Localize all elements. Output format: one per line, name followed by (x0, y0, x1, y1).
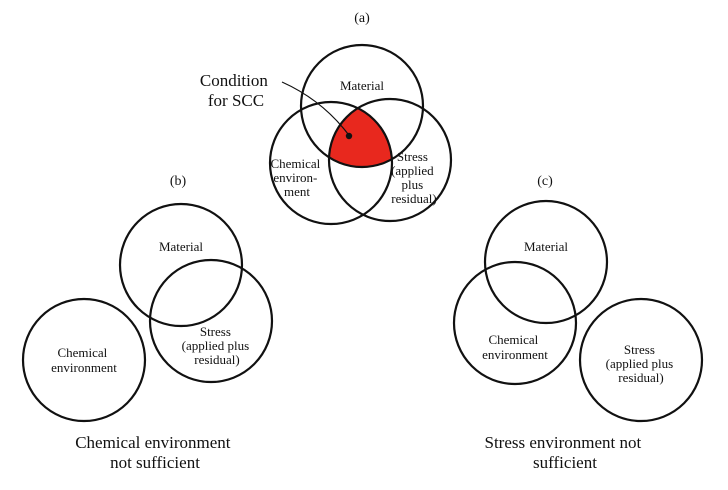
panel-a: (a) Condition for SCC Material Chemical … (200, 11, 453, 226)
chemical-circle-a (268, 100, 394, 226)
material-label-b: Material (159, 239, 203, 254)
stress-circle-a (327, 97, 453, 223)
svg-text:Chemical environment not: Chemical environment not sufficient (75, 433, 235, 472)
material-circle-a (299, 43, 425, 169)
stress-label-b-3: residual) (194, 352, 239, 367)
callout-dot (345, 132, 353, 140)
caption-b-2: not sufficient (110, 453, 200, 472)
chemical-label-b-1: Chemical (57, 345, 107, 360)
svg-text:Stress environment not s: Stress environment not sufficient (484, 433, 645, 472)
chemical-label-c-1: Chemical (488, 332, 538, 347)
material-circle-c (483, 199, 609, 325)
panel-c: (c) Material Chemical environment Stress… (452, 174, 704, 472)
stress-label-a-1: Stress (397, 149, 428, 164)
stress-label-c-2: (applied plus (606, 356, 674, 371)
panel-a-label: (a) (354, 11, 370, 26)
chemical-label-a-1: Chemical (270, 156, 320, 171)
svg-text:Stress (applied pl: Stress (applied plus residual) (391, 149, 437, 206)
callout-leader-line (281, 81, 349, 135)
chemical-circle-b (21, 297, 147, 423)
svg-text:Chemical environment: Chemical environment (482, 332, 548, 362)
stress-circle-b (148, 258, 274, 384)
panel-b: (b) Material Stress (applied plus residu… (21, 174, 274, 472)
stress-label-b-1: Stress (200, 324, 231, 339)
material-label-c: Material (524, 239, 568, 254)
svg-text:Chemical environ-: Chemical environ- ment (270, 156, 323, 199)
caption-c-2: sufficient (533, 453, 597, 472)
svg-text:Condition for SCC: Condition for SCC (200, 71, 272, 110)
caption-b-1: Chemical environment (75, 433, 231, 452)
chemical-label-c-2: environment (482, 347, 548, 362)
stress-label-a-3: plus (402, 177, 424, 192)
svg-text:Chemical environment: Chemical environment (51, 345, 117, 375)
chemical-label-a-3: ment (284, 184, 310, 199)
stress-label-a-4: residual) (391, 191, 436, 206)
material-label-a: Material (340, 78, 384, 93)
stress-label-c-1: Stress (624, 342, 655, 357)
chemical-label-a-2: environ- (273, 170, 317, 185)
panel-c-label: (c) (537, 174, 553, 189)
material-circle-b (118, 202, 244, 328)
svg-text:Stress (applied plus: Stress (applied plus residual) (182, 324, 253, 367)
caption-c-1: Stress environment not (484, 433, 641, 452)
chemical-circle-c (452, 260, 578, 386)
stress-label-c-3: residual) (618, 370, 663, 385)
stress-label-a-2: (applied (391, 163, 434, 178)
stress-circle-c (578, 297, 704, 423)
callout-line-1: Condition (200, 71, 269, 90)
svg-text:Stress (applied plus: Stress (applied plus residual) (606, 342, 677, 385)
panel-b-label: (b) (170, 174, 187, 189)
stress-label-b-2: (applied plus (182, 338, 250, 353)
chemical-label-b-2: environment (51, 360, 117, 375)
callout-line-2: for SCC (208, 91, 264, 110)
